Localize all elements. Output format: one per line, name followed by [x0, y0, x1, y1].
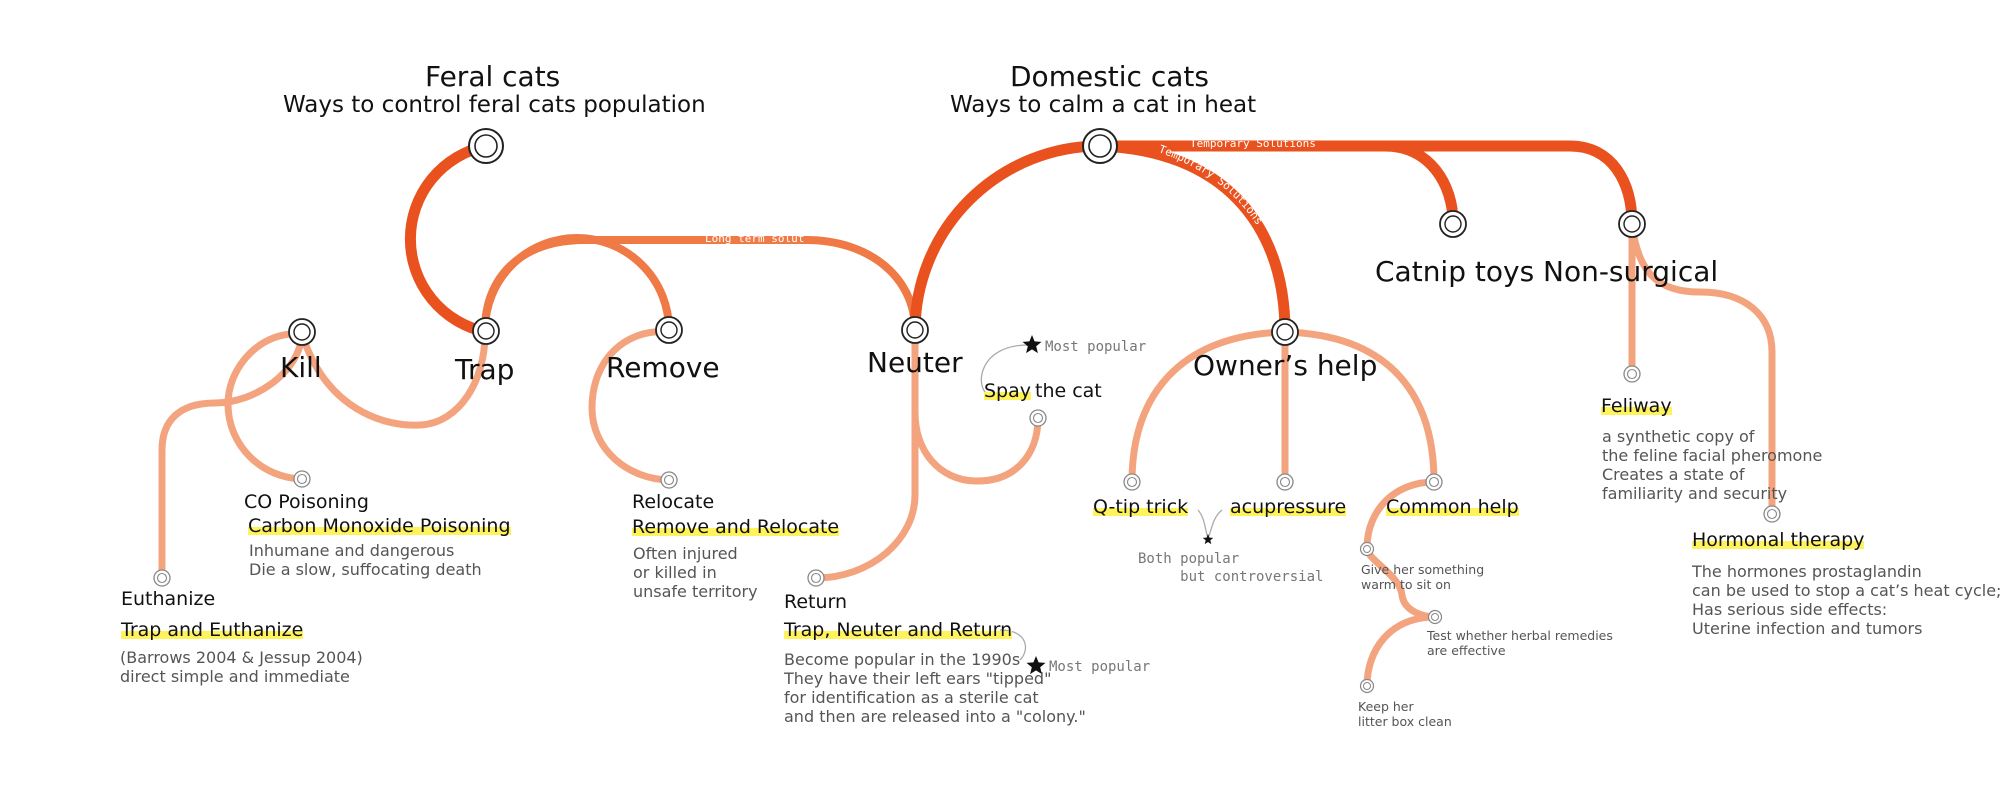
station-kill — [288, 318, 316, 346]
station-catnip-toys — [1439, 210, 1467, 238]
star-icon — [1022, 335, 1042, 354]
euthanize-label: Euthanize — [121, 588, 216, 610]
station-neuter — [901, 316, 929, 344]
tip-herbal: Test whether herbal remedies are effecti… — [1427, 628, 1613, 658]
return-most-popular: Most popular — [1049, 659, 1151, 675]
station-common-help — [1425, 473, 1443, 491]
domestic-long-term-label: Long term solution — [941, 195, 1007, 307]
station-feral-cats — [468, 128, 504, 164]
both-popular-connector — [1197, 509, 1223, 540]
dark-lines — [404, 140, 1638, 338]
station-feliway — [1623, 365, 1641, 383]
node-catnip-toys: Catnip toys — [1375, 255, 1535, 288]
co-poisoning-desc: Inhumane and dangerous Die a slow, suffo… — [249, 541, 482, 579]
tip-warm: Give her something warm to sit on — [1361, 562, 1485, 592]
both-popular-note: Both popular but controversial — [1138, 551, 1324, 585]
line-neuter-spay — [911, 326, 1042, 485]
feral-subtitle: Ways to control feral cats population — [283, 92, 706, 118]
station-non-surgical — [1618, 210, 1646, 238]
domestic-temporary-label-2: Temporary Solutions — [1157, 143, 1265, 228]
line-labels: Long term solution Long term solution Te… — [0, 0, 1316, 307]
station-relocate — [660, 471, 678, 489]
small-stations — [153, 365, 1781, 694]
feliway-desc: a synthetic copy of the feline facial ph… — [1602, 427, 1823, 503]
tip-litter: Keep her litter box clean — [1358, 699, 1452, 729]
domestic-subtitle: Ways to calm a cat in heat — [950, 92, 1257, 118]
station-warm-tip — [1359, 541, 1375, 557]
station-herbal-tip — [1427, 609, 1443, 625]
relocate-highlight: Remove and Relocate — [632, 516, 840, 538]
return-desc: Become popular in the 1990s They have th… — [784, 650, 1086, 726]
common-help-highlight: Common help — [1386, 496, 1519, 518]
spay-highlight: Spay — [984, 380, 1032, 402]
stations — [288, 128, 1646, 346]
domestic-temporary-label-1: Temporary Solutions — [1190, 137, 1316, 150]
line-kill-trap — [298, 330, 489, 429]
station-co-poisoning — [293, 470, 311, 488]
feliway-highlight: Feliway — [1601, 395, 1672, 417]
station-spay — [1029, 409, 1047, 427]
acupressure-highlight: acupressure — [1230, 496, 1347, 518]
station-hormonal — [1763, 505, 1781, 523]
star-icon — [1026, 656, 1046, 675]
spay-rest: the cat — [1035, 380, 1102, 402]
station-acupressure — [1276, 473, 1294, 491]
node-owners-help: Owner’s help — [1193, 349, 1378, 382]
line-common-tips — [1363, 478, 1438, 690]
hormonal-desc: The hormones prostaglandin can be used t… — [1692, 562, 2000, 638]
line-domestic-owners — [1094, 140, 1291, 338]
euthanize-desc: (Barrows 2004 & Jessup 2004) direct simp… — [120, 648, 363, 686]
feral-title: Feral cats — [425, 60, 561, 93]
node-non-surgical: Non-surgical — [1543, 255, 1719, 288]
line-feral-long-term — [481, 236, 919, 334]
node-neuter: Neuter — [867, 346, 963, 379]
node-remove: Remove — [606, 351, 720, 384]
return-label: Return — [784, 591, 848, 613]
spay-most-popular: Most popular — [1045, 339, 1147, 355]
line-kill-euthanize — [158, 330, 306, 581]
line-kill-co — [224, 330, 306, 483]
relocate-desc: Often injured or killed in unsafe territ… — [633, 544, 758, 601]
star-icon — [1202, 534, 1214, 545]
feral-long-term-label: Long term solution — [0, 0, 804, 245]
station-trap — [472, 317, 500, 345]
co-poisoning-label: CO Poisoning — [244, 491, 369, 513]
station-qtip — [1123, 473, 1141, 491]
domestic-title: Domestic cats — [1010, 60, 1209, 93]
station-owners-help — [1271, 318, 1299, 346]
line-trap-remove — [481, 234, 673, 334]
line-feral-trap — [404, 140, 492, 338]
line-catnip-nonsurgical — [1379, 140, 1638, 230]
light-lines — [158, 220, 1776, 690]
line-owners-qtip — [1128, 328, 1289, 486]
station-remove — [655, 316, 683, 344]
station-litter-tip — [1359, 678, 1375, 694]
node-trap: Trap — [455, 353, 515, 386]
co-poisoning-highlight: Carbon Monoxide Poisoning — [248, 515, 511, 537]
station-return — [807, 569, 825, 587]
qtip-highlight: Q-tip trick — [1093, 496, 1189, 518]
stars — [1022, 335, 1214, 675]
line-neuter-return — [812, 408, 919, 582]
relocate-label: Relocate — [632, 491, 715, 513]
node-kill: Kill — [280, 351, 322, 384]
station-euthanize — [153, 569, 171, 587]
line-owners-common — [1281, 328, 1438, 486]
station-domestic-cats — [1082, 128, 1118, 164]
euthanize-highlight: Trap and Euthanize — [121, 619, 304, 641]
return-highlight: Trap, Neuter and Return — [784, 619, 1013, 641]
line-nonsurgical-hormonal — [1628, 220, 1776, 518]
line-domestic-neuter — [909, 140, 1106, 336]
hormonal-highlight: Hormonal therapy — [1692, 529, 1865, 551]
line-remove-relocate — [588, 328, 673, 484]
medium-lines — [481, 234, 919, 334]
